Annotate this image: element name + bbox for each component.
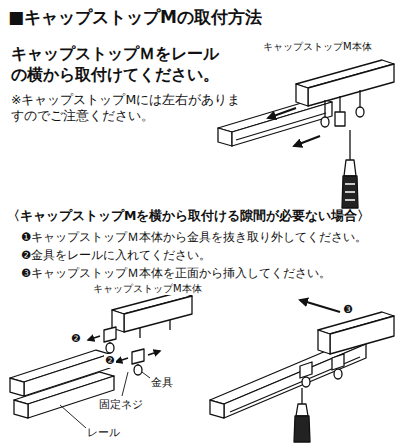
screwdriver — [342, 130, 358, 208]
direction-arrow — [268, 108, 320, 146]
part-label: 固定ネジ — [98, 398, 144, 412]
cap-stop-body — [112, 292, 192, 338]
callout-number: ❸ — [342, 303, 354, 317]
part-label: 金具 — [150, 376, 174, 390]
cap-stop-body — [300, 312, 394, 387]
leader-line — [60, 372, 150, 428]
step-text: ❸キャップストップＭ本体を正面から挿入してください。 — [20, 266, 332, 281]
note-text: ※キャップストップMには左右がありますのでご注意ください。 — [10, 92, 250, 125]
instruction-text: キャップストップＭをレールの横から取付けてください。 — [10, 44, 230, 86]
callout-number: ❷ — [70, 332, 82, 346]
bracket-part — [104, 327, 144, 375]
rail — [210, 340, 366, 418]
callout-number: ❷ — [104, 354, 116, 368]
part-label: キャップストップM本体 — [262, 40, 373, 53]
direction-arrow — [300, 300, 340, 312]
section-heading: 〈キャップストップMを横から取付ける隙間が必要ない場合〉 — [6, 208, 371, 224]
direction-arrow — [88, 336, 160, 362]
cap-stop-body — [296, 60, 394, 127]
part-label: キャップストップM本体 — [92, 282, 203, 295]
screwdriver — [294, 388, 310, 442]
page-title: ■キャップストップMの取付方法 — [8, 6, 262, 28]
step-text: ❶キャップストップＭ本体から金具を抜き取り外してください。 — [20, 230, 368, 245]
part-label: レール — [86, 426, 121, 440]
step-text: ❷金具をレールに入れてください。 — [20, 248, 212, 263]
